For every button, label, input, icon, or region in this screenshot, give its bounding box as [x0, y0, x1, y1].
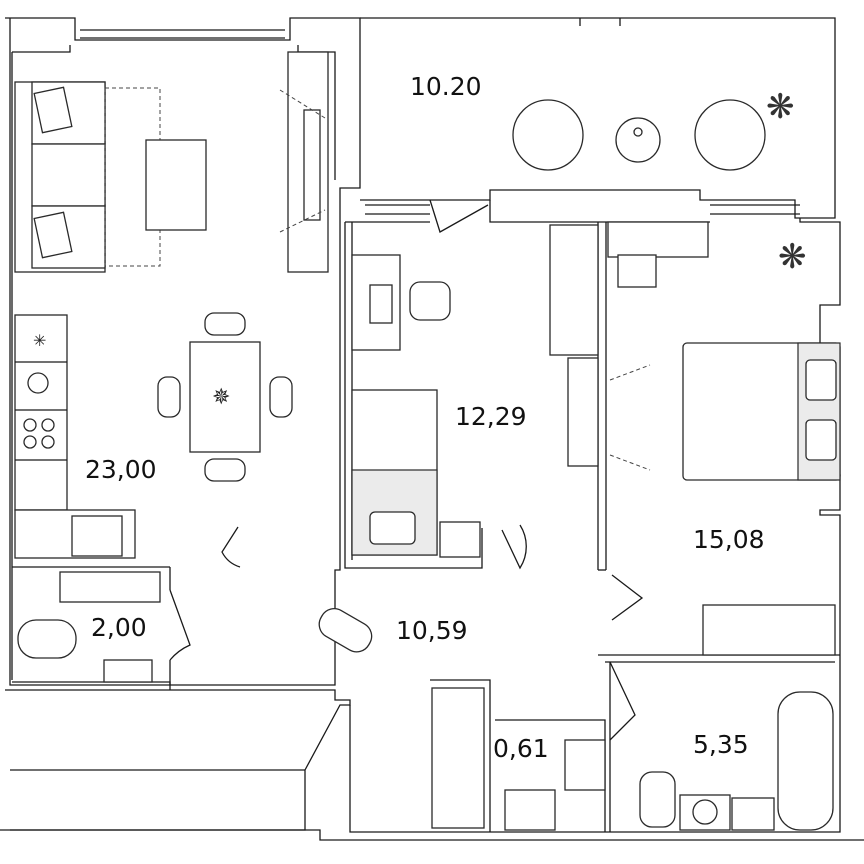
- bedroom-furniture: ❋: [607, 221, 841, 656]
- snowflake-icon: ✳: [33, 331, 46, 350]
- plant-icon: ❋: [766, 87, 795, 127]
- living-furniture: ✳ ✵: [14, 51, 329, 559]
- balcony-furniture: ❋: [512, 87, 795, 171]
- area-label-living: 23,00: [85, 455, 157, 484]
- flower-icon: ✵: [212, 385, 230, 410]
- area-label-wc: 2,00: [91, 613, 147, 642]
- area-label-closet: 0,61: [493, 734, 549, 763]
- area-label-hall: 10,59: [396, 616, 468, 645]
- study-furniture: [351, 224, 599, 558]
- doors: [169, 199, 644, 741]
- area-labels: 23,00 10.20 12,29 15,08 2,00 10,59 0,61 …: [85, 72, 765, 763]
- area-label-study: 12,29: [455, 402, 527, 431]
- area-label-balcony: 10.20: [410, 72, 482, 101]
- sanitary-fixtures: [17, 571, 834, 831]
- area-label-bathroom: 5,35: [693, 730, 749, 759]
- plant-icon-2: ❋: [778, 237, 807, 277]
- area-label-bedroom: 15,08: [693, 525, 765, 554]
